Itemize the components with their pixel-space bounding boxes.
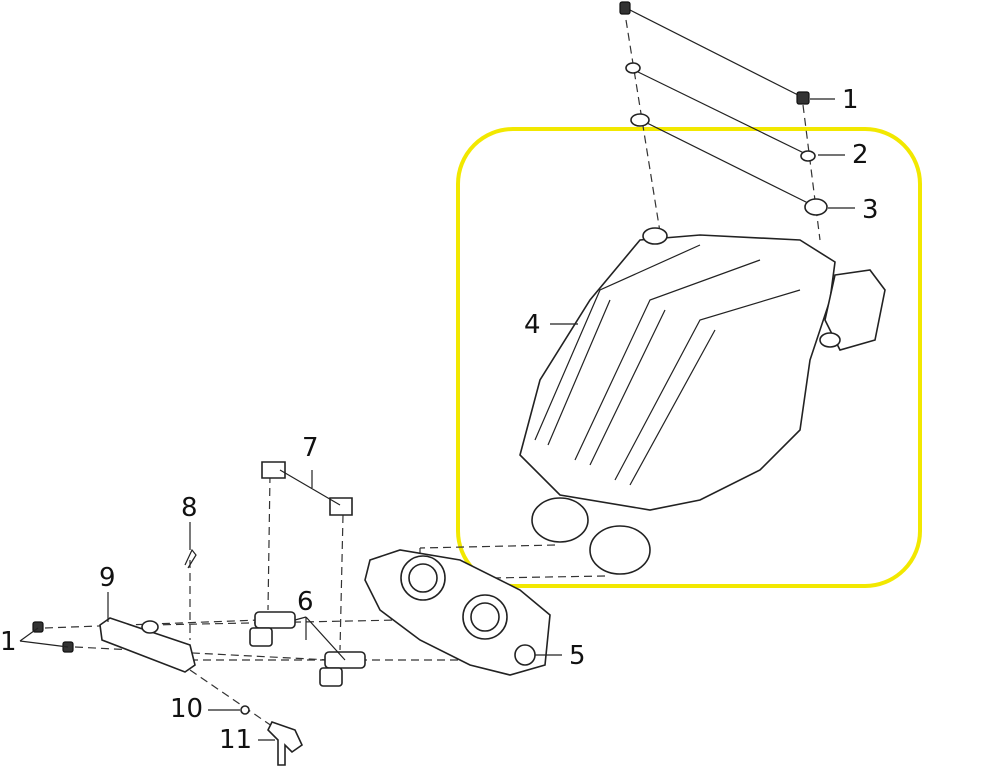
o-ring: [240, 705, 250, 715]
callout-11: 11: [219, 725, 252, 755]
fuel-hose-fitting: [267, 721, 304, 766]
callout-10: 10: [170, 694, 203, 724]
callout-1-left: 1: [0, 627, 17, 657]
fuel-rail: [99, 617, 196, 673]
callout-3: 3: [862, 195, 879, 225]
throttle-body: [364, 549, 551, 676]
callout-5: 5: [569, 641, 586, 671]
callout-8: 8: [181, 493, 198, 523]
bolt-1-left: [32, 621, 74, 653]
spring-clip: [184, 548, 197, 569]
leader-lines: [19, 98, 855, 741]
callout-4: 4: [524, 310, 541, 340]
washer-2: [625, 62, 816, 162]
callout-7: 7: [302, 433, 319, 463]
fuel-injector: [249, 611, 366, 687]
callout-9: 9: [99, 563, 116, 593]
callout-2: 2: [852, 140, 869, 170]
grommet-3: [630, 113, 828, 216]
injector-clip: [261, 461, 353, 516]
assembly-lines: [44, 9, 821, 736]
highlight-box: [456, 127, 922, 588]
air-filter-box: [519, 227, 886, 575]
bolt-1-top: [619, 1, 810, 105]
callout-1-top: 1: [842, 85, 859, 115]
callout-6: 6: [297, 587, 314, 617]
